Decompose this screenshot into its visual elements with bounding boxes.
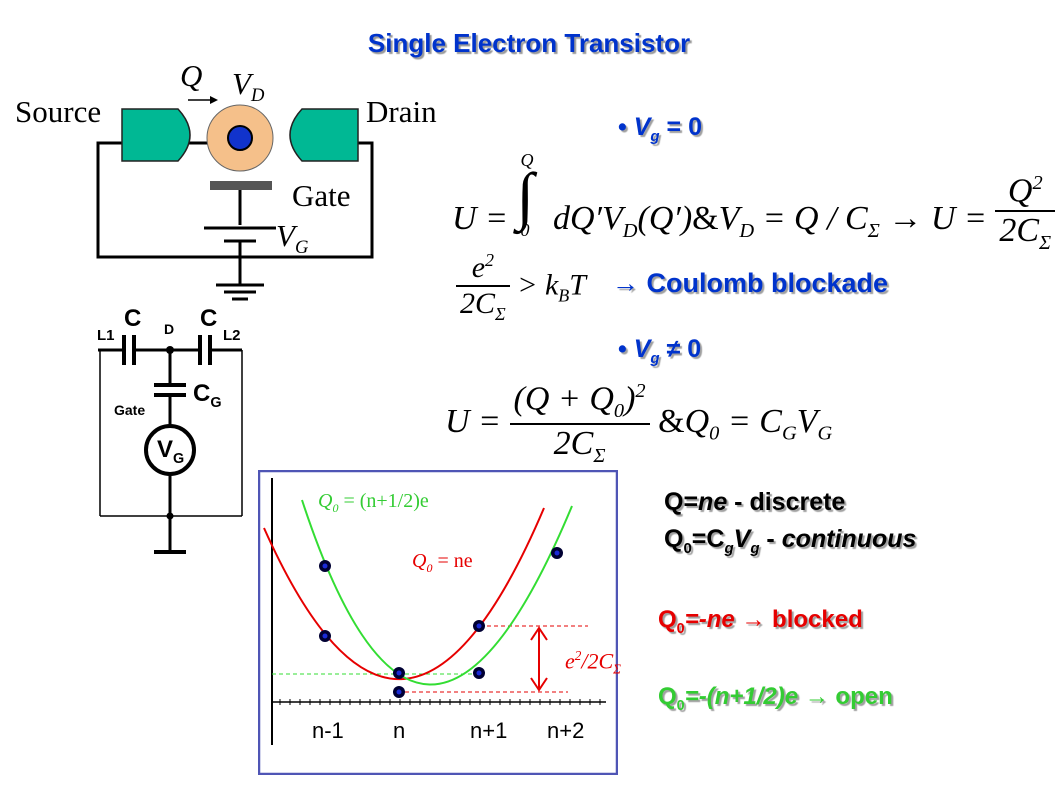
statement-open: Q0=-(n+1/2)e → open xyxy=(658,683,893,714)
label-d: D xyxy=(164,321,175,337)
energy-gap-label: e2/2CΣ xyxy=(565,648,621,677)
source-electrode xyxy=(121,108,191,162)
x-axis-ticks xyxy=(279,699,601,705)
tick-label-n-1: n-1 xyxy=(312,718,344,743)
tick-label-n+1: n+1 xyxy=(470,718,508,743)
label-c-left: C xyxy=(124,305,142,332)
green-parabola xyxy=(301,499,573,686)
thermal-inequality: e2 2CΣ > kBT xyxy=(456,250,586,325)
drain-electrode xyxy=(289,108,359,162)
parabola-drawing xyxy=(258,470,618,775)
vg-label: VG xyxy=(276,218,309,259)
label-l2: L2 xyxy=(223,327,241,344)
tick-label-n+2: n+2 xyxy=(547,718,585,743)
circuit-wire xyxy=(96,141,374,259)
red-parabola xyxy=(263,507,545,680)
gap-arrow-top xyxy=(530,626,548,641)
circuit-drawing xyxy=(98,335,243,554)
label-gate: Gate xyxy=(114,402,146,418)
label-l1: L1 xyxy=(97,327,115,344)
gate-label: Gate xyxy=(292,178,351,213)
source-label: Source xyxy=(15,94,102,129)
condition-vg-zero: • Vg = 0 xyxy=(618,113,702,145)
label-c-right: C xyxy=(200,305,218,332)
red-curve-label: Q0 = ne xyxy=(412,550,473,575)
energy-equation-2: U = (Q + Q0)2 2CΣ &Q0 = CGVG xyxy=(445,380,833,468)
label-vg: VG xyxy=(157,436,185,467)
coulomb-blockade-label: → Coulomb blockade xyxy=(612,268,889,298)
drain-label: Drain xyxy=(366,94,437,129)
energy-equation-1: U = Q ∫ 0 dQ′VD(Q′)&VD = Q / CΣ → U = Q2… xyxy=(452,150,1056,254)
label-cg: CG xyxy=(193,380,222,411)
vd-label: VD xyxy=(232,66,265,107)
device-drawing xyxy=(96,96,374,301)
q-label: Q xyxy=(180,58,203,93)
fraction-q2-2c: Q2 2CΣ xyxy=(995,172,1056,255)
green-curve-label: Q0 = (n+1/2)e xyxy=(318,490,429,515)
state-dots xyxy=(319,547,563,698)
statement-blocked: Q0=-ne → blocked xyxy=(658,606,863,637)
plot-frame xyxy=(258,470,618,775)
q-arrow-head xyxy=(210,96,218,104)
statement-continuous: Q0=CgVg - continuous xyxy=(664,525,917,557)
gate-electrode xyxy=(210,181,272,190)
gap-arrow-bottom xyxy=(530,677,548,692)
fraction-qq0-2c: (Q + Q0)2 2CΣ xyxy=(509,380,650,468)
tick-label-n: n xyxy=(393,718,406,743)
electron-dot xyxy=(227,125,253,151)
condition-vg-nonzero: • Vg ≠ 0 xyxy=(618,335,702,367)
integral: Q ∫ 0 xyxy=(516,150,535,240)
node-bottom xyxy=(166,512,174,520)
statement-discrete: Q=ne - discrete xyxy=(664,488,846,516)
slide-title: Single Electron Transistor xyxy=(367,28,691,58)
fraction-e2-2c: e2 2CΣ xyxy=(456,250,510,325)
